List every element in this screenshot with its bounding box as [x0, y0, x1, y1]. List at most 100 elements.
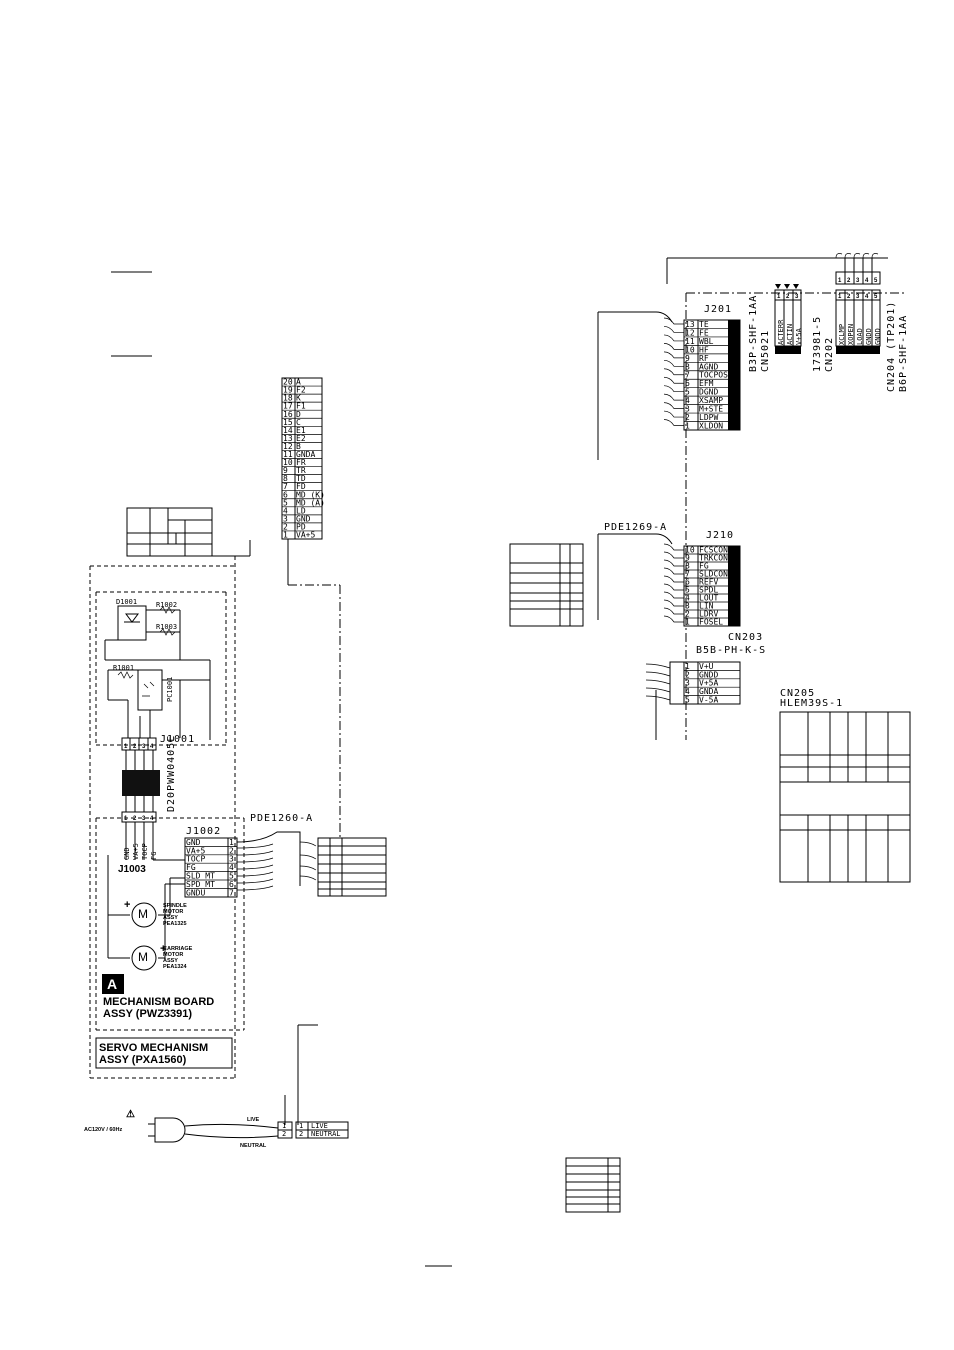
J210-pin-number: 7 [685, 570, 690, 579]
J210-pin-signal: TRKCON [699, 554, 728, 563]
svg-text:3: 3 [142, 744, 146, 750]
R1003-label: R1003 [156, 623, 178, 631]
J1002-pin-number: GNDU [186, 888, 205, 897]
CN202-pin3: LOAD [856, 328, 864, 345]
spindle-motor-label-2: MOTOR [163, 909, 184, 915]
J210-pin-number: 1 [685, 618, 690, 627]
pickup-pin-number: 14 [283, 426, 293, 435]
J201-pin-signal: TE [699, 320, 709, 329]
J201-pin-number: 10 [685, 345, 695, 354]
J210-pin-signal: SPDL [699, 586, 718, 595]
pickup-pin-number: 5 [283, 498, 288, 507]
CN5021-pin1: ACTERR [777, 319, 785, 345]
CN204-part: B6P-SHF-1AA [898, 314, 909, 392]
live-wire-label: LIVE [247, 1117, 260, 1123]
spindle-motor-label-3: ASSY [163, 915, 178, 921]
J1002-pin-number: SPD MT [186, 880, 215, 889]
board-letter-badge [102, 974, 124, 994]
servo-mechanism-title-2: ASSY (PXA1560) [99, 1054, 187, 1066]
CN202-pin2: XOPEN [847, 323, 855, 345]
pickup-pin-number: 2 [283, 522, 288, 531]
CN203-pin-signal: V-5A [699, 696, 718, 705]
pickup-pin-signal: E1 [296, 426, 306, 435]
pickup-pin-number: 6 [283, 490, 288, 499]
pickup-pin-signal: GND [296, 514, 311, 523]
J201-pin-signal: FE [699, 328, 709, 337]
block-table [126, 507, 251, 557]
J1002-label: J1002 [186, 826, 222, 837]
J1002-pin-number: SLD MT [186, 872, 215, 881]
svg-text:2: 2 [786, 294, 790, 300]
pickup-pin-signal: GNDA [296, 450, 315, 459]
J1002-pin-number: TOCP [186, 855, 205, 864]
svg-text:4: 4 [150, 744, 154, 750]
pickup-pin-signal: LD [296, 506, 306, 515]
CN203-label: CN203 [728, 632, 764, 643]
svg-text:2: 2 [133, 816, 137, 822]
J210-pin-number: 6 [685, 578, 690, 587]
flex-cable-label: D20PWW0405E [166, 734, 177, 812]
flex-cable [122, 750, 160, 812]
pickup-pin-number: 11 [283, 450, 293, 459]
CN5021-label: CN5021 [760, 329, 771, 372]
pickup-pin-number: 4 [283, 506, 288, 515]
J1002-pin-signal: 6 [229, 880, 234, 889]
J1002-pin-number: FG [186, 863, 196, 872]
carriage-motor-label-3: ASSY [163, 958, 178, 964]
svg-text:3: 3 [856, 278, 860, 284]
spindle-motor-symbol [131, 902, 157, 928]
R1001-label: R1001 [113, 664, 135, 672]
svg-text:4: 4 [865, 294, 869, 300]
svg-text:1: 1 [124, 816, 128, 822]
J1002-pin-signal: 3 [229, 855, 234, 864]
pickup-pin-signal: MD (A) [296, 498, 325, 507]
CN202-pin1: XCLMP [838, 323, 846, 345]
pickup-pin-signal: FD [296, 482, 306, 491]
CN205-part: HLEM39S-1 [780, 698, 844, 709]
CN5021-part: B3P-SHF-1AA [748, 294, 759, 372]
servo-title-box [95, 1037, 233, 1069]
J1002-pin-signal: 1 [229, 838, 234, 847]
svg-text:+: + [160, 943, 166, 955]
J1001-label: J1001 [160, 734, 196, 745]
pickup-pin-signal: FR [296, 458, 306, 467]
J210-pin-number: 2 [685, 610, 690, 619]
J210-pin-number: 10 [685, 546, 695, 555]
J1003-pin-tocp: TOCP [141, 843, 149, 860]
J210-pin-signal: REFV [699, 578, 718, 587]
CN204-label: CN204 (TP201) [886, 300, 897, 392]
svg-text:2: 2 [847, 278, 851, 284]
J201-pin-signal: DGND [699, 388, 718, 397]
carriage-motor-m: M [138, 950, 148, 964]
J210-pin-number: 5 [685, 586, 690, 595]
J1003-label: J1003 [118, 864, 146, 875]
pickup-pin-signal: C [296, 418, 301, 427]
J1002-pin-signal: 2 [229, 846, 234, 855]
PC1001-label: PC1001 [166, 676, 174, 702]
J210-pin-signal: FCSCON [699, 546, 728, 555]
CN5021-pin2: ACTIN [786, 323, 794, 345]
svg-text:2: 2 [133, 744, 137, 750]
mechanism-board-title-1: MECHANISM BOARD [103, 996, 215, 1008]
CN5021-pin3: V+5A [795, 328, 803, 345]
J210-pin-number: 9 [685, 554, 690, 563]
carriage-motor-label-4: PEA1324 [163, 964, 187, 970]
svg-text:1: 1 [777, 294, 781, 300]
J201-pin-signal: LDPW [699, 413, 718, 422]
pickup-pin-number: 8 [283, 474, 288, 483]
CN203-pin-number: 4 [685, 687, 690, 696]
CN205-table [779, 711, 911, 883]
J1002-pin-signal: 5 [229, 872, 234, 881]
ac-plug [148, 1117, 349, 1143]
svg-text:3: 3 [856, 294, 860, 300]
pickup-pin-signal: D [296, 410, 301, 419]
svg-text:3: 3 [142, 816, 146, 822]
svg-text:5: 5 [874, 294, 878, 300]
D1001-label: D1001 [116, 598, 138, 606]
